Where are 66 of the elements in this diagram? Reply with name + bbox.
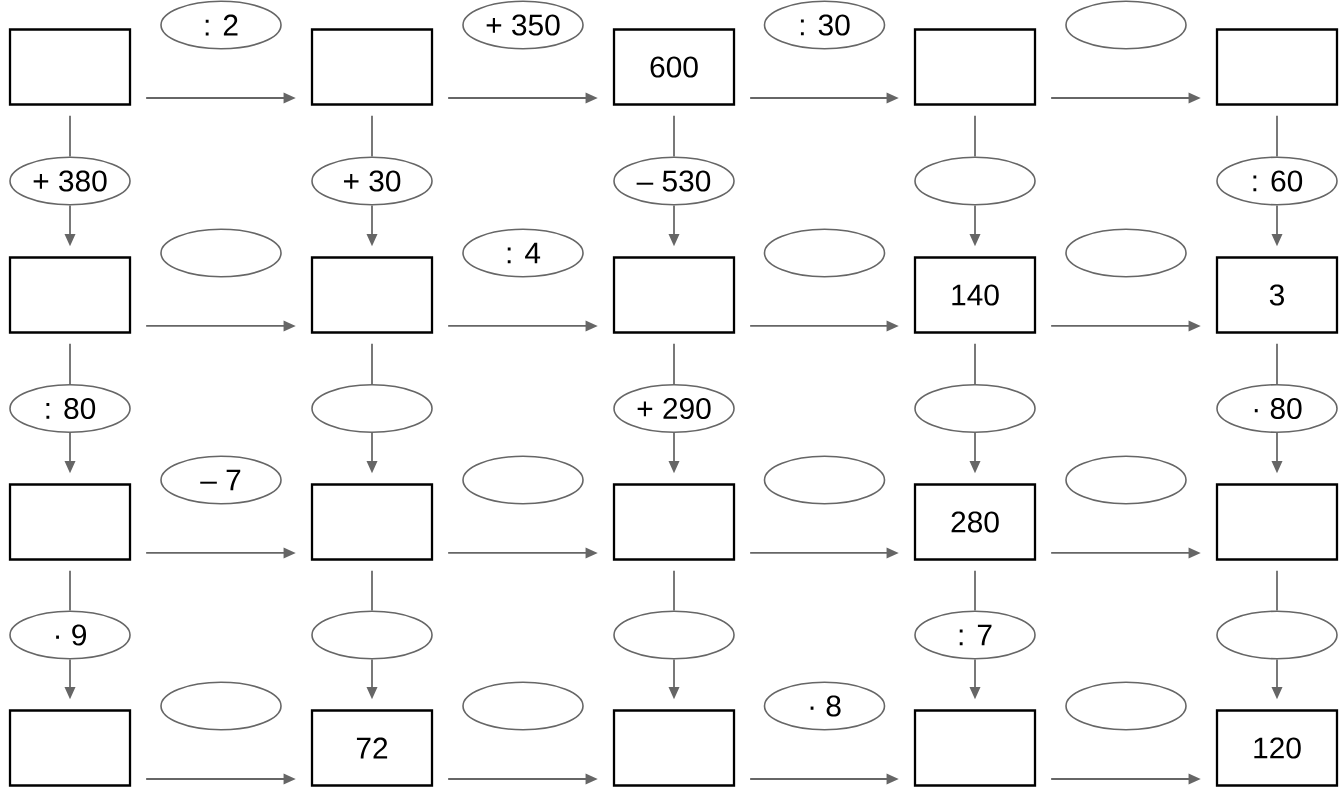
connector-line [974,342,976,385]
answer-box [8,28,132,106]
connector-line [1276,114,1278,158]
answer-box [913,709,1037,787]
number-box: 280 [913,483,1037,561]
connector-line [974,569,976,612]
answer-box [913,28,1037,106]
number-box: 120 [1215,709,1339,787]
connector-line [673,114,675,158]
connector-line [371,569,373,612]
operation-oval [160,681,282,731]
operation-oval [763,228,886,278]
answer-box [310,256,434,334]
operation-oval: · 80 [1216,383,1338,434]
connector-line [673,342,675,385]
operation-oval [763,455,886,505]
operation-oval: : 80 [9,383,131,434]
answer-box [612,709,736,787]
operation-oval [914,383,1036,434]
operation-oval [1065,0,1187,50]
operation-oval [160,228,282,278]
operation-oval [462,681,584,731]
operation-oval [1065,681,1187,731]
answer-box [310,28,434,106]
operation-oval: · 8 [763,681,886,731]
operation-oval: + 290 [613,383,735,434]
operation-oval: : 60 [1216,156,1338,206]
connector-line [69,342,71,385]
connector-line [673,569,675,612]
operation-oval: – 530 [613,156,735,206]
number-box: 600 [612,28,736,106]
operation-oval [462,455,584,505]
operation-oval [311,610,433,660]
connector-line [371,114,373,158]
connector-line [69,114,71,158]
operation-oval [914,156,1036,206]
number-box: 72 [310,709,434,787]
connector-line [974,114,976,158]
connector-line [371,342,373,385]
operation-oval [1065,228,1187,278]
answer-box [1215,28,1339,106]
operation-oval: : 2 [160,0,282,50]
answer-box [612,256,736,334]
operation-oval: : 4 [462,228,584,278]
operation-oval: : 7 [914,610,1036,660]
connector-line [1276,342,1278,385]
answer-box [1215,483,1339,561]
answer-box [8,709,132,787]
operation-oval: · 9 [9,610,131,660]
operation-oval: + 380 [9,156,131,206]
operation-oval [311,383,433,434]
number-box: 140 [913,256,1037,334]
number-box: 3 [1215,256,1339,334]
operation-oval [613,610,735,660]
operation-oval: + 350 [462,0,584,50]
connector-line [1276,569,1278,612]
operation-oval [1065,455,1187,505]
answer-box [8,483,132,561]
operation-oval: : 30 [763,0,886,50]
answer-box [310,483,434,561]
operation-oval [1216,610,1338,660]
operation-oval: – 7 [160,455,282,505]
answer-box [612,483,736,561]
answer-box [8,256,132,334]
connector-line [69,569,71,612]
operation-oval: + 30 [311,156,433,206]
